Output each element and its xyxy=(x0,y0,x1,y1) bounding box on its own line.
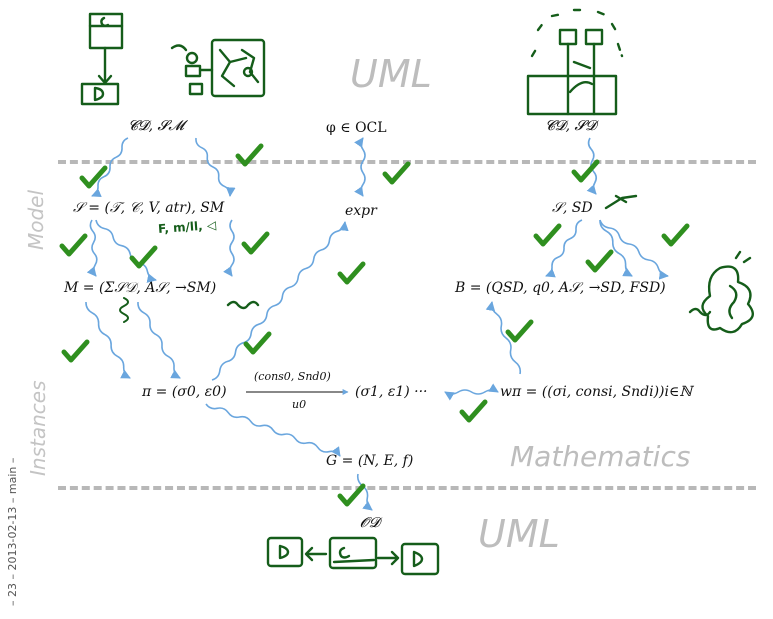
object-diagram-sketch xyxy=(266,536,440,576)
checkmark-icon xyxy=(585,249,614,273)
node-s-sd: 𝒮, SD xyxy=(552,200,593,216)
checkmarks xyxy=(59,143,690,507)
checkmark-icon xyxy=(79,165,108,189)
checkmark-icon xyxy=(59,233,88,257)
node-phi-ocl: φ ∈ OCL xyxy=(326,120,387,136)
node-cd-sd: 𝓒𝓓, 𝓢𝓓 xyxy=(545,118,597,134)
squiggle-arrow-icon xyxy=(599,219,633,277)
checkmark-icon xyxy=(459,399,488,423)
checkmark-icon xyxy=(382,161,411,185)
squiggle-arrow-icon xyxy=(86,219,98,277)
transition-label-top: (cons0, Snd0) xyxy=(254,370,331,383)
squiggle-arrow-icon xyxy=(356,473,373,511)
squiggle-arrows xyxy=(85,137,669,511)
checkmark-icon xyxy=(533,223,562,247)
checkmark-icon xyxy=(505,319,534,343)
node-signature: 𝒮 = (𝒯, 𝒞, V, atr), SM xyxy=(73,200,225,216)
node-pi-left: π = (σ0, ε0) xyxy=(142,384,227,400)
bottom-dashed-separator xyxy=(58,486,756,490)
checkmark-icon xyxy=(129,245,158,269)
node-m-tuple: M = (Σ𝒮𝒟, A𝒮, →SM) xyxy=(64,280,217,296)
sequence-diagram-sketch xyxy=(526,8,624,116)
checkmark-icon xyxy=(235,143,264,167)
checkmark-icon xyxy=(241,231,270,255)
squiggle-arrow-icon xyxy=(223,219,235,277)
checkmark-icon xyxy=(337,261,366,285)
squiggle-arrow-icon xyxy=(137,301,181,379)
squiggle-arrow-icon xyxy=(211,221,349,381)
squiggle-arrow-icon xyxy=(85,301,131,379)
node-pi-right: (σ1, ε1) ··· xyxy=(355,384,428,400)
squiggle-arrow-icon xyxy=(444,383,499,401)
uml-top-heading: UML xyxy=(350,52,432,96)
squiggle-arrow-icon xyxy=(485,301,522,375)
node-cd-sm: 𝓒𝓓, 𝓢𝓜 xyxy=(128,118,185,134)
checkmark-icon xyxy=(571,159,600,183)
node-expr: expr xyxy=(345,203,377,219)
squiggle-arrow-icon xyxy=(95,219,157,283)
node-od: 𝓞𝓓 xyxy=(360,515,380,531)
squiggle-arrow-icon xyxy=(545,219,583,278)
squiggle-arrow-icon xyxy=(195,137,236,197)
node-b-tuple: B = (QSD, q0, A𝒮, →SD, FSD) xyxy=(455,280,666,296)
uml-bottom-heading: UML xyxy=(478,512,560,556)
checkmark-icon xyxy=(61,339,90,363)
checkmark-icon xyxy=(337,483,366,507)
squiggle-arrow-icon xyxy=(354,137,366,197)
squiggle-arrow-icon xyxy=(205,403,341,457)
checkmark-icon xyxy=(661,223,690,247)
handwritten-scribbles xyxy=(119,194,754,334)
mathematics-heading: Mathematics xyxy=(510,440,691,473)
squiggle-arrow-icon xyxy=(599,219,669,280)
class-diagram-sketch xyxy=(80,12,124,106)
node-w-pi: wπ = ((σi, consi, Sndi))i∈ℕ xyxy=(500,384,693,400)
checkmark-icon xyxy=(243,331,272,355)
node-g-tuple: G = (N, E, f) xyxy=(326,453,414,469)
state-machine-sketch xyxy=(170,38,266,98)
transition-label-bottom: u0 xyxy=(292,398,307,411)
squiggle-arrow-icon xyxy=(91,137,129,198)
